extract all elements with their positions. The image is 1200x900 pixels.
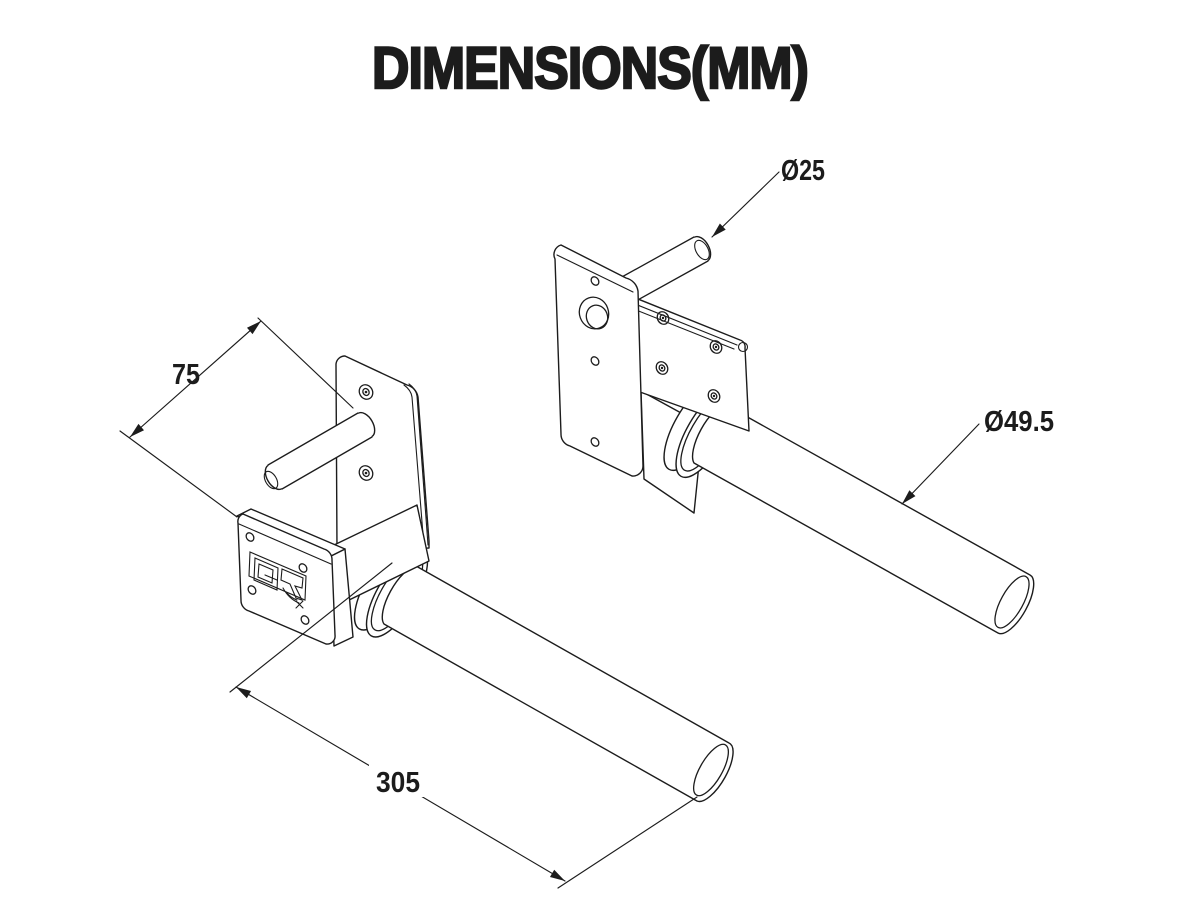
dimension-pin-length: 75 — [119, 317, 354, 518]
bolt-hole — [590, 276, 600, 286]
label-mask — [369, 764, 427, 797]
dimension-sleeve-length: 305 — [229, 562, 698, 889]
gusset-corner — [737, 341, 749, 353]
logo-plate — [237, 513, 336, 645]
bolt-hole — [590, 437, 600, 447]
brand-logo-icon — [248, 551, 307, 609]
bolt-hole — [245, 532, 255, 542]
page-title: DIMENSIONS(MM) — [372, 36, 808, 101]
counterbore-hole-inner — [585, 304, 609, 330]
arrow-icon — [130, 423, 145, 437]
right-assembly — [553, 235, 1035, 635]
bolt-hole — [590, 356, 600, 366]
arrow-icon — [246, 321, 261, 335]
dimension-pin-diameter: Ø25 — [711, 155, 825, 238]
screw-icon — [655, 361, 669, 375]
extension-line — [119, 430, 238, 518]
bolt-hole — [300, 615, 310, 625]
screw-icon — [656, 311, 670, 325]
gusset-plate — [627, 294, 750, 432]
mounting-plate — [335, 355, 430, 552]
pin-tip-chamfer — [694, 239, 710, 261]
logo-plate-face — [237, 513, 336, 645]
plate-edge-line-1 — [403, 384, 425, 548]
screw-icon — [358, 465, 374, 481]
extension-line — [257, 317, 354, 409]
bolt-hole — [247, 585, 257, 595]
rear-plate-edge-line — [556, 254, 634, 293]
extension-line — [557, 796, 698, 889]
logo-plate-edge-line — [238, 523, 332, 565]
extension-line — [229, 562, 393, 693]
sleeve-body — [381, 565, 734, 803]
counterbore-hole — [578, 296, 610, 330]
weight-pin — [263, 411, 376, 491]
bolt-hole — [298, 563, 308, 573]
screw-icon — [709, 340, 723, 354]
dimension-label: Ø49.5 — [984, 406, 1054, 438]
dimension-label: Ø25 — [781, 155, 825, 187]
pin-tip-chamfer — [263, 470, 279, 490]
plate-edge-line-2 — [408, 383, 429, 546]
arrow-icon — [902, 490, 916, 504]
pin-bottom-edge — [281, 436, 373, 490]
arrow-icon — [712, 223, 726, 237]
rear-mounting-plate — [553, 244, 644, 477]
arrow-icon — [549, 869, 565, 881]
dimension-sleeve-diameter: Ø49.5 — [901, 406, 1054, 505]
pin-top-edge — [610, 236, 695, 284]
dimension-line — [129, 320, 262, 438]
dimension-label: 305 — [376, 767, 420, 799]
leader-line — [711, 171, 780, 238]
pin-top-edge — [267, 412, 359, 466]
mounting-plate-face — [335, 355, 430, 552]
sleeve-end-chamfer — [994, 575, 1030, 629]
left-assembly — [236, 355, 734, 803]
dimension-label: 75 — [172, 359, 200, 391]
gusset-edge-line-2 — [630, 307, 735, 350]
gusset-edge-line-1 — [629, 301, 738, 346]
leader-line — [901, 423, 980, 505]
sleeve-end-chamfer — [693, 743, 729, 797]
sleeve-body — [691, 404, 1035, 635]
screw-icon — [707, 389, 721, 403]
screw-icon — [358, 384, 374, 400]
gusset-face — [627, 294, 750, 432]
arrow-icon — [236, 687, 252, 699]
